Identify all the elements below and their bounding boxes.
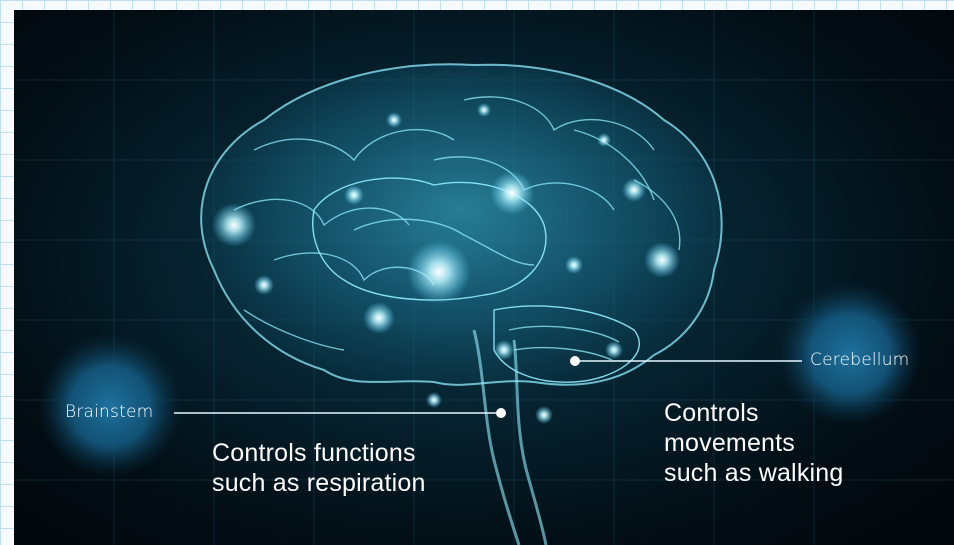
brainstem-description-line-1: Controls functions bbox=[212, 438, 426, 468]
brain-illustration-panel: Brainstem Cerebellum Controls functions … bbox=[14, 10, 954, 545]
brainstem-label: Brainstem bbox=[65, 402, 153, 422]
cerebellum-description-line-3: such as walking bbox=[664, 458, 843, 488]
cerebellum-label: Cerebellum bbox=[810, 350, 909, 370]
brainstem-pointer-dot bbox=[496, 408, 506, 418]
cerebellum-description: Controls movements such as walking bbox=[664, 398, 843, 488]
brainstem-description-line-2: such as respiration bbox=[212, 468, 426, 498]
brainstem-description: Controls functions such as respiration bbox=[212, 438, 426, 498]
cerebellum-description-line-2: movements bbox=[664, 428, 843, 458]
cerebellum-pointer-dot bbox=[570, 356, 580, 366]
cerebellum-description-line-1: Controls bbox=[664, 398, 843, 428]
